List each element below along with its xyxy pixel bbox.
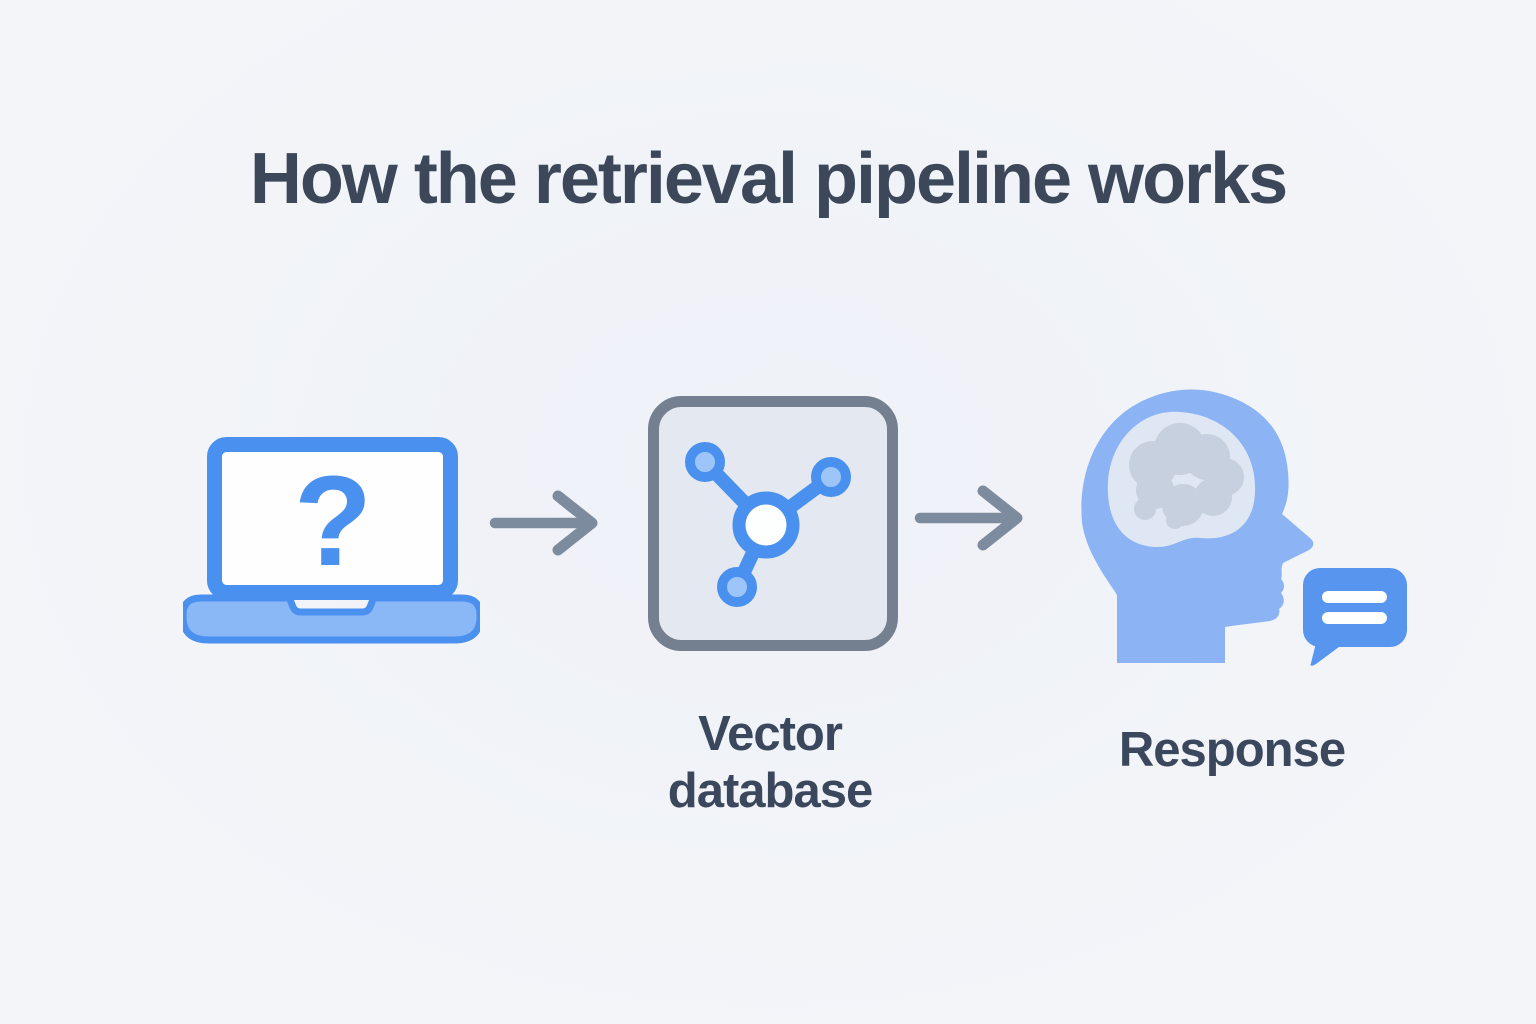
vector-network-icon	[648, 396, 898, 651]
brain-icon	[1129, 423, 1244, 529]
laptop-question-icon: ?	[183, 437, 480, 644]
speech-bubble-icon	[1303, 568, 1407, 666]
network-hub-node	[732, 491, 800, 559]
laptop-base	[183, 594, 480, 644]
vector-database-label: Vector database	[667, 707, 873, 818]
right-arrow-icon	[489, 490, 598, 556]
laptop-screen	[207, 437, 458, 600]
diagram-title: How the retrieval pipeline works	[249, 139, 1288, 219]
head-speech-icon	[1081, 389, 1407, 666]
question-mark-glyph: ?	[294, 450, 372, 593]
network-leaf-nodes	[685, 442, 851, 607]
response-label: Response	[1118, 723, 1346, 777]
right-arrow-icon	[914, 485, 1023, 551]
